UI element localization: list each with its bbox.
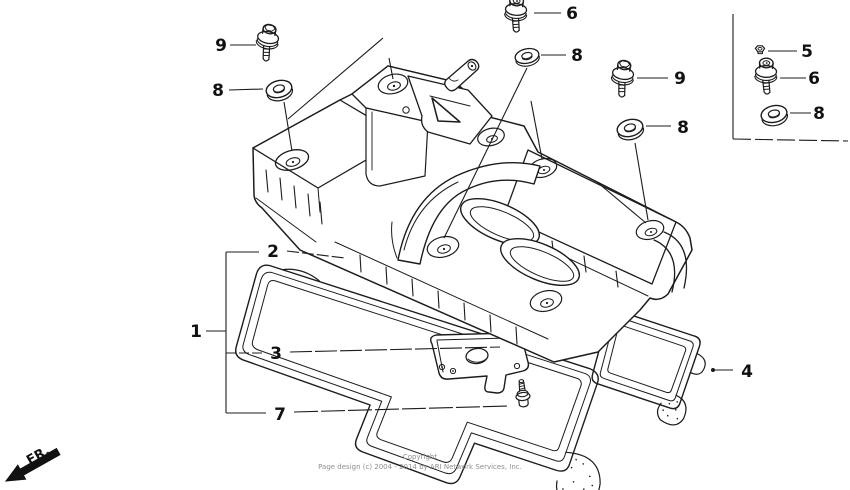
rib-lines: [359, 254, 518, 345]
callout-9-mid: 9: [674, 69, 686, 89]
breather-tube: [444, 58, 480, 92]
flange-bolt-6-top-right: [753, 57, 779, 96]
callout-5-top-right: 5: [801, 42, 813, 62]
gasket-stipple: [662, 401, 679, 420]
front-arrow-icon: [4, 447, 61, 482]
cover-arch: [397, 162, 541, 265]
leader-lines: [206, 12, 849, 414]
copyright-line-2: Page design (c) 2004 - 2014 by ARI Netwo…: [318, 463, 522, 471]
copyright-line-1: Copyright: [403, 453, 437, 461]
callout-1: 1: [190, 322, 202, 342]
grommet-8-mid: [614, 116, 647, 144]
callout-9-top-left: 9: [215, 36, 227, 56]
callout-4: 4: [741, 362, 753, 382]
nut-5: [754, 45, 766, 55]
callout-6-top-right: 6: [808, 69, 820, 89]
hardware: [252, 0, 790, 408]
seal-bolt-7: [515, 379, 531, 408]
callout-8-mid: 8: [677, 118, 689, 138]
grommet-8-top-left: [263, 77, 296, 105]
flange-bolt-9-top-left: [252, 22, 282, 64]
callout-8-top-left: 8: [212, 81, 224, 101]
spark-plug-openings: [460, 197, 580, 287]
cylinder-head-cover: [252, 58, 693, 363]
callout-6-top-center: 6: [566, 4, 578, 24]
washer-8-top-center: [513, 45, 542, 69]
front-direction-indicator: FR.: [4, 444, 61, 482]
footer: Copyright Page design (c) 2004 - 2014 by…: [318, 453, 522, 471]
flange-bolt-6-top-center: [502, 0, 529, 34]
callout-labels: 9 8 6 8 9 8 5 6 8 1 2 3 7 4: [190, 4, 825, 425]
breather-cap: [407, 75, 493, 145]
callout-3: 3: [270, 344, 282, 364]
callout-8-top-right: 8: [813, 104, 825, 124]
callout-2: 2: [267, 242, 279, 262]
rib-lines: [265, 169, 323, 225]
flange-bolt-9-mid: [608, 58, 637, 99]
grommet-8-top-right: [758, 102, 790, 129]
callout-8-top-center: 8: [571, 46, 583, 66]
callout-7: 7: [274, 405, 286, 425]
